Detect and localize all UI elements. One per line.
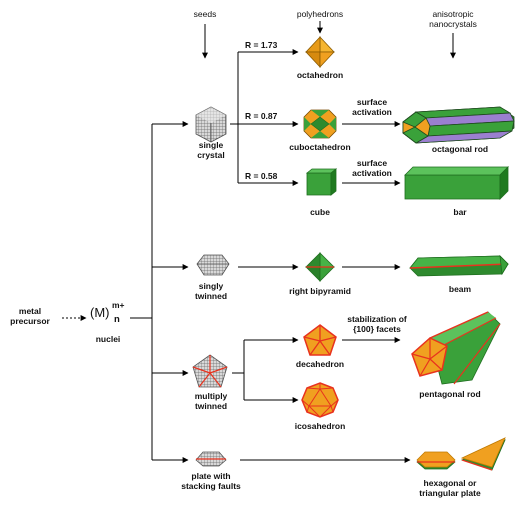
right-bipyramid-icon — [305, 252, 335, 282]
surface-activation-label-2: surface activation — [352, 158, 392, 178]
octahedron-label: octahedron — [296, 70, 344, 80]
cuboctahedron-label: cuboctahedron — [289, 142, 351, 152]
ratio-label-1: R = 1.73 — [245, 40, 278, 50]
seeds-header: seeds — [193, 9, 217, 19]
single-crystal-label: single crystal — [197, 140, 225, 160]
nuclei-base: (M) — [90, 305, 110, 320]
singly-twinned-seed-icon — [196, 254, 230, 276]
surface-activation-label-1: surface activation — [352, 97, 392, 117]
icosahedron-icon — [301, 382, 339, 418]
cube-icon — [305, 168, 338, 196]
singly-twinned-label: singly twinned — [194, 281, 228, 301]
ratio-label-3: R = 0.58 — [245, 171, 278, 181]
cube-label: cube — [310, 207, 330, 217]
metal-precursor-label: metal precursor — [10, 306, 50, 326]
decahedron-icon — [303, 324, 337, 356]
bar-icon — [404, 166, 509, 200]
polyhedrons-header: polyhedrons — [296, 9, 344, 19]
octagonal-rod-label: octagonal rod — [431, 144, 489, 154]
multiply-twinned-label: multiply twinned — [194, 391, 228, 411]
nuclei-formula: (M) m+ n — [90, 300, 125, 325]
plate-product-label: hexagonal or triangular plate — [419, 478, 481, 498]
hexagonal-plate-icon — [416, 451, 456, 470]
octagonal-rod-icon — [402, 106, 515, 144]
anisotropic-header: anisotropic nanocrystals — [429, 9, 477, 29]
beam-icon — [409, 254, 509, 277]
stabilization-label: stabilization of {100} facets — [347, 314, 407, 334]
octahedron-icon — [305, 35, 335, 69]
bar-label: bar — [453, 207, 467, 217]
header-arrows — [202, 21, 456, 59]
nuclei-subscript: n — [114, 314, 120, 325]
pentagonal-rod-label: pentagonal rod — [419, 389, 481, 399]
multiply-twinned-seed-icon — [192, 354, 228, 388]
single-crystal-seed-icon — [195, 106, 227, 143]
nuclei-label: nuclei — [95, 334, 121, 344]
right-bipyramid-label: right bipyramid — [289, 286, 351, 296]
icosahedron-label: icosahedron — [294, 421, 346, 431]
ratio-label-2: R = 0.87 — [245, 111, 278, 121]
main-connectors — [62, 121, 189, 463]
cuboctahedron-icon — [303, 109, 337, 139]
decahedron-label: decahedron — [295, 359, 345, 369]
pentagonal-rod-icon — [411, 311, 501, 385]
nuclei-charge: m+ — [112, 300, 125, 310]
triangular-plate-icon — [460, 437, 506, 471]
multiply-twinned-connectors — [232, 337, 401, 403]
plate-seed-icon — [195, 451, 227, 467]
plate-seed-label: plate with stacking faults — [181, 471, 241, 491]
single-crystal-branches — [230, 49, 401, 186]
beam-label: beam — [448, 284, 472, 294]
